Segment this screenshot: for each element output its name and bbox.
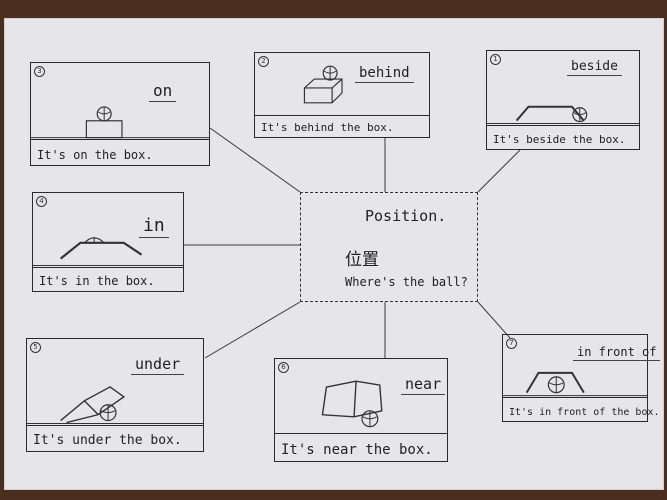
example-sentence: It's on the box. xyxy=(37,148,153,162)
example-sentence: It's in front of the box. xyxy=(509,407,660,418)
ball-in-front-of-box-drawing xyxy=(503,371,647,397)
example-sentence: It's under the box. xyxy=(33,433,182,448)
example-sentence: It's near the box. xyxy=(281,442,433,458)
card-picture xyxy=(33,193,183,268)
example-sentence: It's beside the box. xyxy=(493,133,626,146)
example-sentence: It's behind the box. xyxy=(261,121,394,134)
card-picture xyxy=(31,63,209,140)
card-number: 7 xyxy=(506,338,517,349)
card-number: 3 xyxy=(34,66,45,77)
position-word: in front of xyxy=(573,345,661,361)
example-sentence: It's in the box. xyxy=(39,274,155,288)
card-picture xyxy=(503,335,647,398)
center-topic-box: Position. 位置 Where's the ball? xyxy=(300,192,478,302)
ball-in-box-drawing xyxy=(33,236,183,267)
position-word: under xyxy=(131,355,185,375)
card-picture xyxy=(27,339,203,426)
topic-title: Position. xyxy=(365,207,447,225)
card-beside: 1 beside It's beside the box. xyxy=(486,50,640,150)
card-number: 5 xyxy=(30,342,41,353)
card-number: 2 xyxy=(258,56,269,67)
ball-on-box-drawing xyxy=(31,106,209,139)
card-behind: 2 behind It's behind the box. xyxy=(254,52,430,138)
position-word: in xyxy=(139,215,169,238)
card-on: 3 on It's on the box. xyxy=(30,62,210,166)
ball-behind-box-drawing xyxy=(303,65,343,104)
card-picture xyxy=(255,53,429,116)
topic-question: Where's the ball? xyxy=(345,275,468,289)
ball-near-box-drawing xyxy=(321,380,383,428)
card-under: 5 under It's under the box. xyxy=(26,338,204,452)
position-word: beside xyxy=(567,59,622,76)
position-word: on xyxy=(149,81,177,102)
position-word: behind xyxy=(355,65,414,83)
card-number: 4 xyxy=(36,196,47,207)
position-word: near xyxy=(401,375,446,395)
card-picture xyxy=(275,359,447,434)
card-in: 4 in It's in the box. xyxy=(32,192,184,292)
topic-chinese: 位置 xyxy=(345,250,379,270)
ball-under-box-drawing xyxy=(27,386,203,425)
card-number: 1 xyxy=(490,54,501,65)
card-in-front-of: 7 in front of It's in front of the box. xyxy=(502,334,661,422)
ball-beside-box-drawing xyxy=(487,105,639,125)
card-near: 6 near It's near the box. xyxy=(274,358,448,462)
card-picture xyxy=(487,51,639,126)
card-number: 6 xyxy=(278,362,289,373)
